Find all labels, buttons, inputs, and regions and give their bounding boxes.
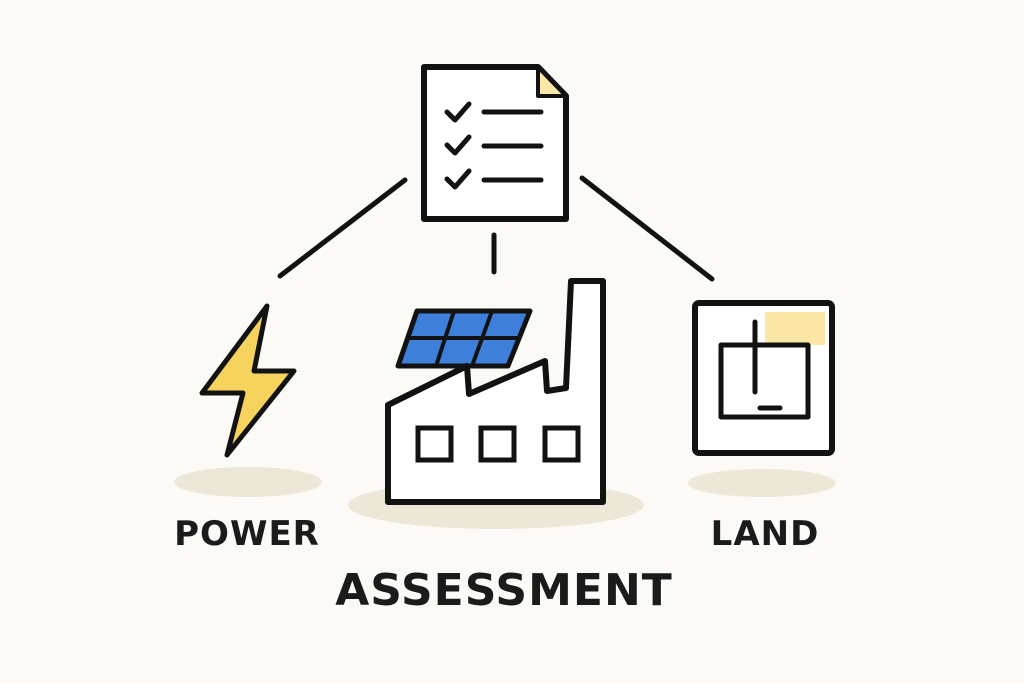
- land-shadow: [688, 469, 836, 497]
- connector-right: [579, 175, 715, 282]
- power-label: POWER: [174, 514, 320, 554]
- connector-left: [277, 177, 408, 279]
- power-shadow: [174, 467, 322, 497]
- solar-panel-icon: [395, 308, 533, 369]
- factory-window: [415, 425, 454, 463]
- factory-window: [478, 425, 517, 463]
- factory-icon: [385, 278, 606, 505]
- checklist-document-icon: [421, 64, 569, 222]
- connector-lines: [277, 175, 715, 282]
- land-plot-map-icon: [692, 300, 835, 456]
- factory-window: [542, 425, 581, 463]
- land-label: LAND: [710, 514, 820, 554]
- lightning-bolt-icon: [199, 303, 297, 458]
- assessment-label: ASSESSMENT: [335, 565, 673, 616]
